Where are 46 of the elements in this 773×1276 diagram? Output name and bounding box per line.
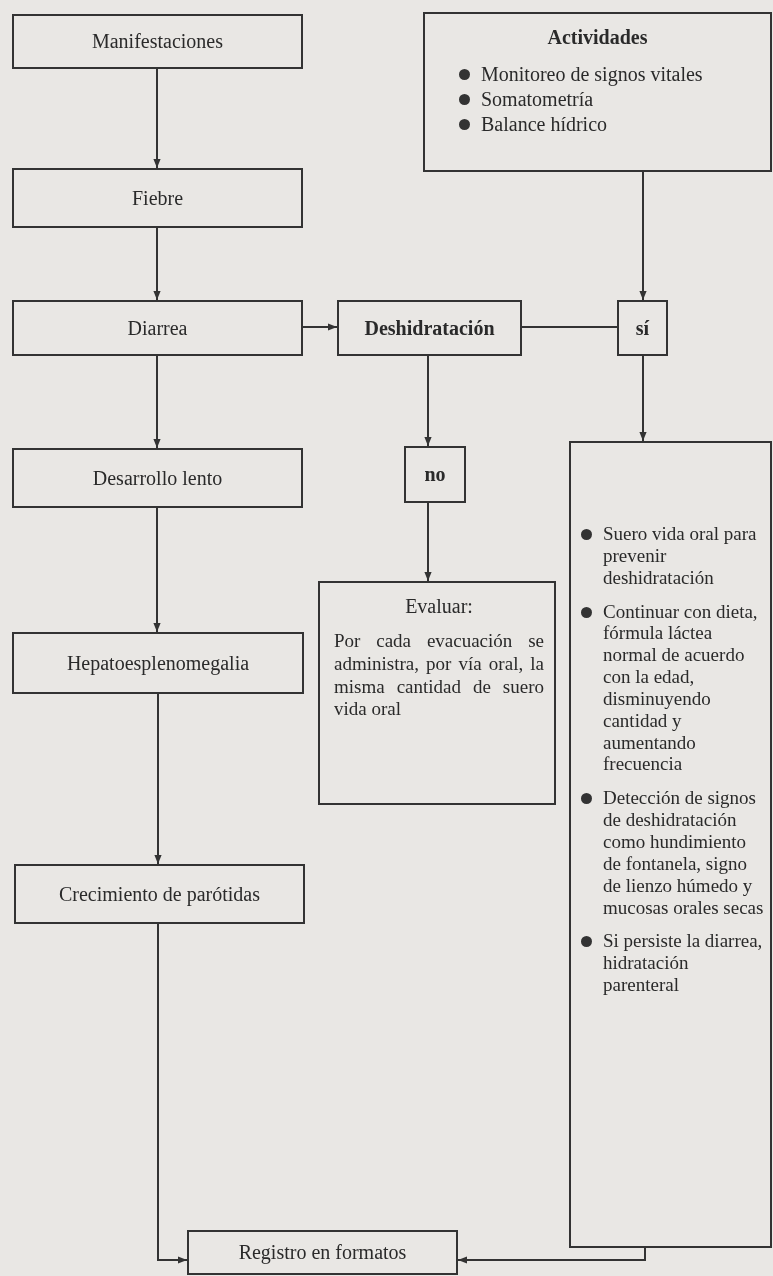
- connector-line: [521, 326, 618, 328]
- process-box: [12, 168, 303, 228]
- bullet-item: Detección de signos de deshidratación como hundimiento de fontanela, signo de lienzo húmedo y mucosas orales secas: [575, 787, 766, 919]
- node-label: Fiebre: [131, 186, 184, 210]
- process-box: [337, 300, 522, 356]
- process-box: [12, 14, 303, 69]
- arrow: [639, 171, 647, 301]
- process-box: [12, 632, 304, 694]
- decision-box: [404, 446, 466, 503]
- node-label: Desarrollo lento: [92, 466, 223, 490]
- arrow: [153, 227, 161, 301]
- process-box: [12, 448, 303, 508]
- bullet-item: Suero vida oral para prevenir deshidratación: [575, 523, 766, 589]
- care-list-box: [569, 441, 772, 1248]
- node-label: sí: [635, 316, 650, 340]
- arrow: [302, 323, 338, 331]
- arrow: [424, 502, 432, 582]
- arrow: [639, 355, 647, 442]
- arrow: [153, 68, 161, 169]
- node-label: Manifestaciones: [91, 30, 224, 53]
- process-box: [187, 1230, 458, 1275]
- node-label: Crecimiento de parótidas: [58, 882, 260, 906]
- arrow: [154, 693, 162, 865]
- bullet-item: Monitoreo de signos vitales: [453, 63, 762, 86]
- heading: Actividades: [546, 26, 649, 49]
- arrow: [153, 355, 161, 449]
- process-box: [14, 864, 305, 924]
- process-box: [12, 300, 303, 356]
- description-text: Por cada evacuación se administra, por vía oral, la misma cantidad de suero vida oral: [334, 630, 544, 722]
- node-label: Deshidratación: [364, 316, 495, 340]
- node-label: no: [424, 463, 446, 486]
- bullet-item: Continuar con dieta, fórmula láctea normal de acuerdo con la edad, disminuyendo cantidad y aumentando frecuencia: [575, 600, 766, 776]
- bullet-item: Si persiste la diarrea, hidratación parenteral: [575, 930, 766, 996]
- node-label: Hepatoesplenomegalia: [66, 651, 250, 675]
- evaluation-box: [318, 581, 556, 805]
- heading: Evaluar:: [404, 595, 474, 618]
- bullet-item: Somatometría: [453, 88, 762, 111]
- decision-box: [617, 300, 668, 356]
- arrow: [153, 507, 161, 633]
- activities-box: [423, 12, 772, 172]
- arrow: [457, 1247, 646, 1264]
- arrow: [424, 355, 432, 447]
- bullet-item: Balance hídrico: [453, 113, 762, 136]
- node-label: Diarrea: [127, 316, 188, 340]
- arrow: [157, 923, 188, 1264]
- node-label: Registro en formatos: [238, 1241, 407, 1264]
